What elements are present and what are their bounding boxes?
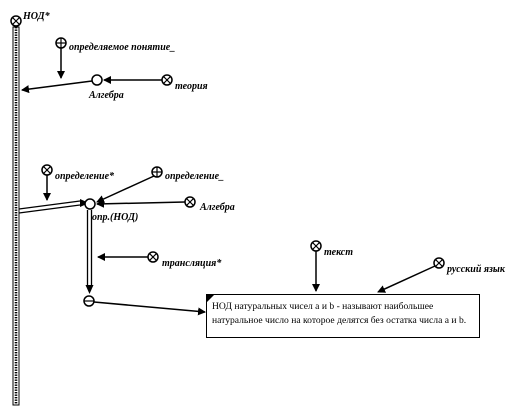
edge-spine-to-def bbox=[18, 199, 89, 214]
definition-text: НОД натуральных чисел a и b - называют н… bbox=[212, 301, 467, 326]
edge-russian-to-box bbox=[377, 265, 436, 293]
node-definition-u-icon[interactable] bbox=[151, 166, 163, 178]
node-algebra-1-icon[interactable] bbox=[91, 74, 103, 86]
label-russian: русский язык bbox=[446, 264, 506, 275]
edge-def-to-text-node bbox=[85, 210, 94, 294]
label-algebra-2: Алгебра bbox=[199, 202, 235, 213]
node-definition-star-icon[interactable] bbox=[41, 164, 53, 176]
edge-algebra2-to-def bbox=[96, 199, 186, 208]
node-nod-icon[interactable] bbox=[10, 15, 22, 27]
node-theory-icon[interactable] bbox=[161, 74, 173, 86]
node-content-icon[interactable] bbox=[83, 295, 95, 307]
label-algebra-1: Алгебра bbox=[88, 90, 124, 101]
label-nod: НОД* bbox=[22, 11, 51, 22]
box-corner-marker bbox=[207, 295, 214, 302]
node-def-nod-icon[interactable] bbox=[84, 198, 96, 210]
node-translation-icon[interactable] bbox=[147, 251, 159, 263]
main-spine bbox=[12, 26, 20, 406]
edge-content-to-box bbox=[93, 301, 206, 316]
node-russian-icon[interactable] bbox=[433, 257, 445, 269]
label-def-nod: опр.(НОД) bbox=[92, 212, 138, 223]
label-defined-concept: определяемое понятие_ bbox=[69, 42, 175, 53]
label-definition-u: определение_ bbox=[165, 171, 224, 182]
label-translation: трансляция* bbox=[162, 258, 222, 269]
node-algebra-2-icon[interactable] bbox=[184, 196, 196, 208]
edge-definition-u-to-def bbox=[96, 175, 155, 203]
node-text-icon[interactable] bbox=[310, 240, 322, 252]
label-definition-star: определение* bbox=[55, 171, 115, 182]
definition-text-box[interactable]: НОД натуральных чисел a и b - называют н… bbox=[206, 294, 480, 338]
label-text: текст bbox=[324, 247, 353, 258]
edge-algebra-to-spine bbox=[21, 80, 93, 94]
node-defined-concept-icon[interactable] bbox=[55, 37, 67, 49]
label-theory: теория bbox=[175, 81, 208, 92]
